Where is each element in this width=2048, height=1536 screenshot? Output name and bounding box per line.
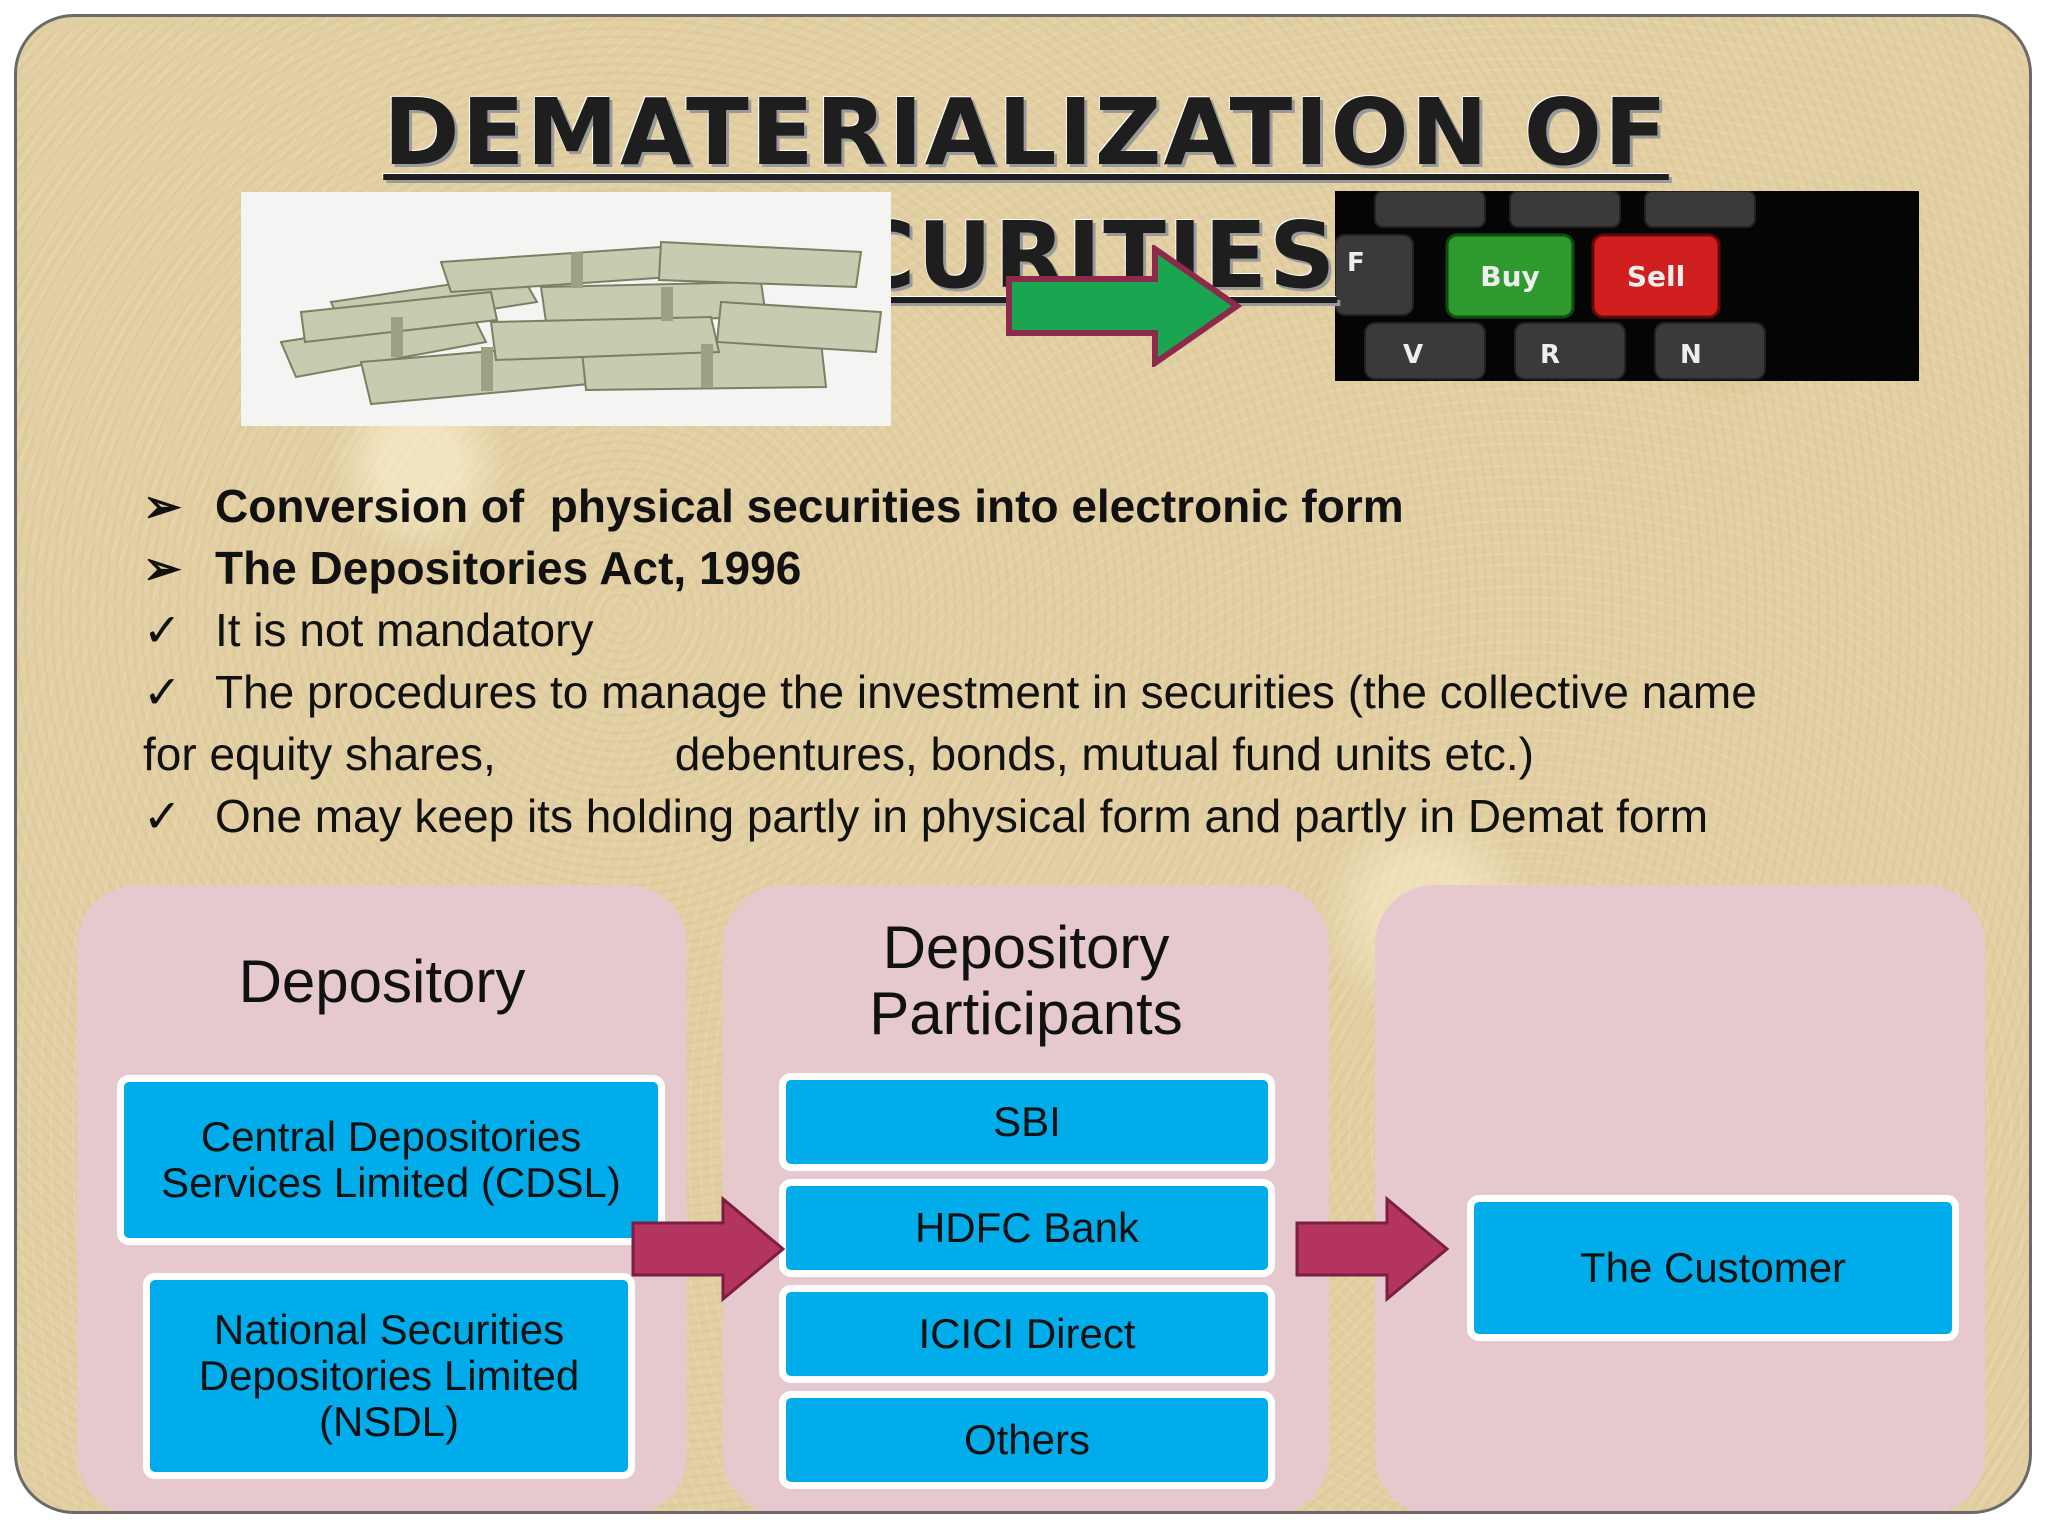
bullet-item-1: ➢Conversion of physical securities into … bbox=[143, 475, 1993, 537]
checkmark-icon: ✓ bbox=[143, 666, 182, 718]
participant-icici-box: ICICI Direct bbox=[779, 1285, 1275, 1383]
depository-to-participants-arrow bbox=[631, 1195, 786, 1303]
customer-box: The Customer bbox=[1467, 1195, 1959, 1341]
arrow-bullet-icon: ➢ bbox=[143, 542, 182, 594]
bullet-item-4: ✓The procedures to manage the investment… bbox=[143, 661, 1993, 723]
participant-others-box: Others bbox=[779, 1391, 1275, 1489]
money-stacks-overlay bbox=[241, 192, 891, 426]
participants-to-customer-arrow bbox=[1295, 1195, 1450, 1303]
depository-title: Depository bbox=[238, 948, 526, 1015]
participants-group: Depository Participants SBI HDFC Bank IC… bbox=[723, 885, 1329, 1511]
key-buy-label: Buy bbox=[1480, 260, 1540, 293]
participant-sbi-box: SBI bbox=[779, 1073, 1275, 1171]
keyboard-drawing: F Buy Sell V R N bbox=[1334, 190, 1919, 381]
depository-group: Depository Central Depositories Services… bbox=[77, 885, 687, 1511]
bullet-item-4-continued: for equity shares, debentures, bonds, mu… bbox=[143, 728, 1534, 780]
key-v-label: V bbox=[1403, 340, 1423, 370]
bullet-item-5: ✓One may keep its holding partly in phys… bbox=[143, 785, 1993, 847]
buy-sell-keyboard-image: F Buy Sell V R N bbox=[1334, 190, 1919, 381]
participants-title: Depository Participants bbox=[869, 914, 1183, 1047]
nsdl-box: National Securities Depositories Limited… bbox=[143, 1273, 635, 1479]
participant-hdfc-box: HDFC Bank bbox=[779, 1179, 1275, 1277]
bullet-item-3: ✓It is not mandatory bbox=[143, 599, 1993, 661]
conversion-arrow bbox=[1006, 245, 1243, 367]
bullet-item-2: ➢The Depositories Act, 1996 bbox=[143, 537, 1993, 599]
checkmark-icon: ✓ bbox=[143, 604, 182, 656]
cdsl-box: Central Depositories Services Limited (C… bbox=[117, 1075, 665, 1245]
slide: F Buy Sell V R N DEMATERIALIZATION OF SE… bbox=[14, 14, 2032, 1514]
key-n-label: N bbox=[1680, 340, 1702, 370]
bullet-list: ➢Conversion of physical securities into … bbox=[143, 475, 1993, 847]
checkmark-icon: ✓ bbox=[143, 790, 182, 842]
title-line-1: DEMATERIALIZATION OF bbox=[383, 79, 1669, 186]
key-r-label: R bbox=[1540, 340, 1560, 370]
key-f-label: F bbox=[1347, 248, 1365, 278]
key-sell-label: Sell bbox=[1627, 260, 1685, 293]
customer-group: The Customer bbox=[1375, 885, 1985, 1511]
arrow-bullet-icon: ➢ bbox=[143, 480, 182, 532]
